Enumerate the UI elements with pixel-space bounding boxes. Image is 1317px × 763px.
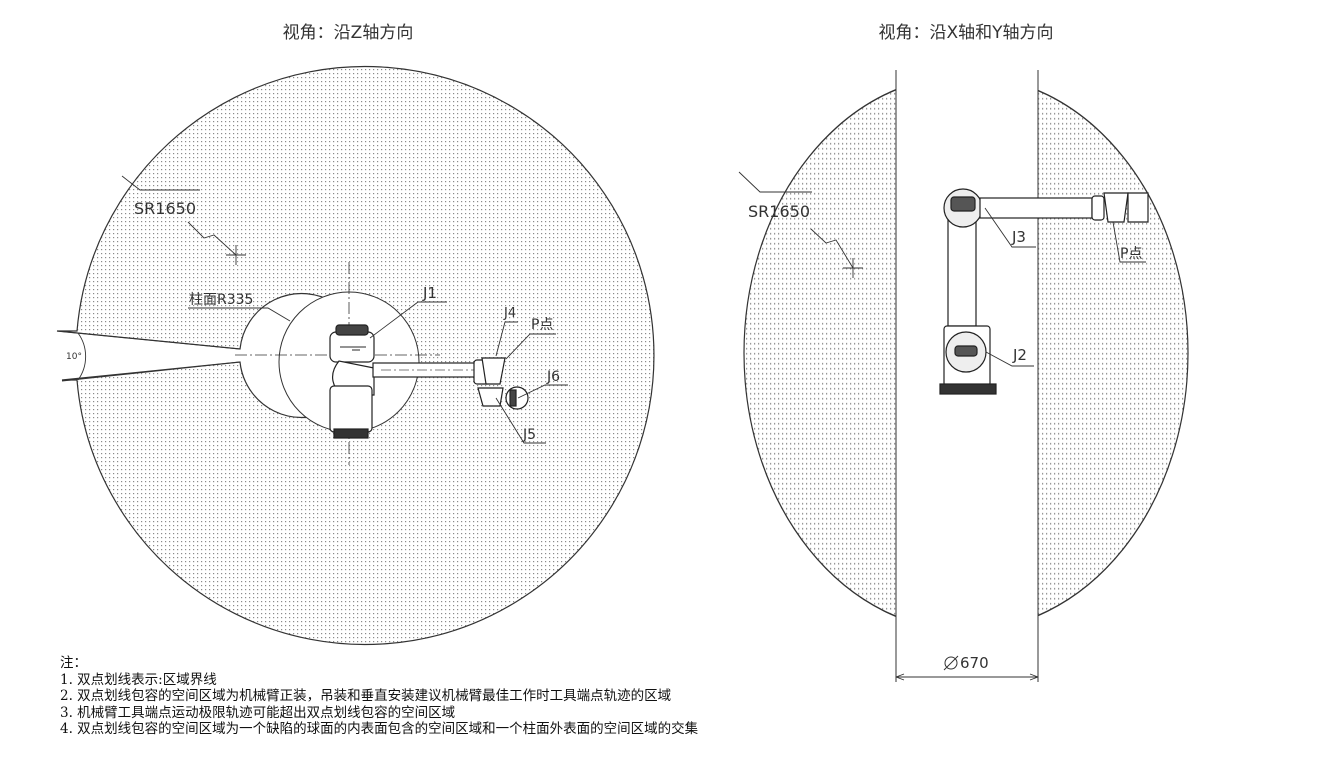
- left-notch-edges: [56, 330, 241, 382]
- angle-label: 10°: [66, 352, 82, 362]
- joint-label-j4: J4: [503, 306, 516, 321]
- note-item-2: 2. 双点划线包容的空间区域为机械臂正装，吊装和垂直安装建议机械臂最佳工作时工具…: [60, 688, 672, 704]
- left-sphere-leader: [121, 175, 246, 265]
- right-sphere-leader: [738, 171, 863, 278]
- left-sphere-label: SR1650: [134, 199, 196, 218]
- left-view-title: 视角：沿Z轴方向: [283, 23, 414, 43]
- right-joint-leaders: [984, 207, 1146, 367]
- right-view: 视角：沿X轴和Y轴方向 670 SR1650 J3 P: [738, 23, 1189, 682]
- robot-top-view: [329, 324, 529, 439]
- diameter-dimension-line: [895, 673, 1039, 681]
- cylinder-band-edges: [895, 70, 1039, 682]
- note-item-4: 4. 双点划线包容的空间区域为一个缺陷的球面的内表面包含的空间区域和一个柱面外表…: [60, 721, 699, 737]
- angle-dimension-line: [77, 332, 87, 381]
- notes-heading: 注：: [60, 655, 87, 671]
- joint-label-j3: J3: [1011, 228, 1026, 246]
- joint-label-j1: J1: [422, 284, 437, 302]
- joint-label-right-p-point: P点: [1120, 246, 1142, 262]
- note-item-1: 1. 双点划线表示:区域界线: [60, 671, 217, 688]
- note-item-3: 3. 机械臂工具端点运动极限轨迹可能超出双点划线包容的空间区域: [60, 704, 456, 721]
- joint-label-p-point: P点: [531, 317, 553, 333]
- diameter-label: 670: [960, 654, 989, 672]
- notes-block: 注： 1. 双点划线表示:区域界线 2. 双点划线包容的空间区域为机械臂正装，吊…: [60, 655, 698, 738]
- right-sphere-label: SR1650: [748, 202, 810, 221]
- joint-label-j5: J5: [522, 427, 536, 443]
- joint-label-j6: J6: [546, 369, 560, 385]
- cylinder-label: 柱面R335: [189, 292, 253, 308]
- left-joint-leaders: [369, 301, 568, 444]
- cylinder-leader: [188, 307, 291, 322]
- left-view: 视角：沿Z轴方向 10° SR1650 柱面R335: [56, 23, 655, 646]
- right-view-title: 视角：沿X轴和Y轴方向: [878, 23, 1053, 43]
- joint-label-j2: J2: [1012, 346, 1027, 364]
- diameter-symbol-slash: [943, 655, 959, 671]
- robot-side-view: [939, 188, 1149, 395]
- diameter-symbol: [944, 656, 958, 670]
